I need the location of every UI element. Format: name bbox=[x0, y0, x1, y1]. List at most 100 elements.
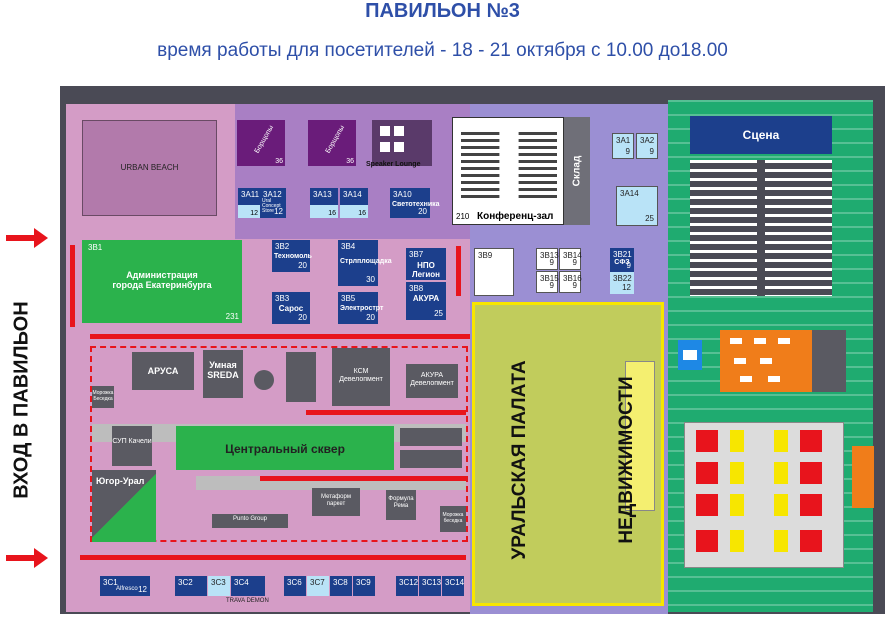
highlight-label-line1: УРАЛЬСКАЯ ПАЛАТА bbox=[509, 360, 531, 560]
scene-stage: Сцена bbox=[690, 116, 832, 154]
lounge-block-yellow bbox=[730, 462, 744, 484]
cafe-table bbox=[734, 358, 746, 364]
stand-number: 25 bbox=[434, 309, 443, 318]
stand-number: 12 bbox=[622, 283, 631, 292]
scene-label: Сцена bbox=[742, 128, 780, 142]
stand-number: 12 bbox=[274, 207, 283, 216]
stand-id: 3В8 bbox=[409, 284, 424, 293]
stand-number: 36 bbox=[346, 158, 354, 165]
stand-round bbox=[254, 370, 274, 390]
stand-id: 3А13 bbox=[313, 190, 332, 199]
stand-number: 9 bbox=[649, 147, 654, 156]
stand-label: Умная SREDA bbox=[207, 360, 239, 380]
stand-label: Борщопы bbox=[324, 124, 347, 155]
stand-number: 9 bbox=[625, 147, 630, 156]
route-arrow bbox=[70, 245, 75, 327]
stand-number: 30 bbox=[366, 275, 375, 284]
lounge-block-yellow bbox=[730, 430, 744, 452]
central-square: Центральный сквер bbox=[176, 426, 394, 470]
stand-3c14: 3С14 bbox=[442, 576, 464, 596]
central-square-label: Центральный сквер bbox=[225, 442, 345, 456]
highlight-label-line2: НЕДВИЖИМОСТИ bbox=[615, 376, 637, 544]
stand-label: НПО Легион bbox=[411, 261, 441, 279]
stand-morozhka: Морожка Беседка bbox=[92, 386, 114, 408]
stand-label: Югор-Урал bbox=[96, 476, 145, 486]
route-arrow bbox=[80, 555, 466, 560]
stand-id: 3В16 bbox=[563, 274, 582, 283]
lounge-block-red bbox=[800, 430, 822, 452]
stand-id: 3С7 bbox=[310, 578, 325, 587]
stand-id: 3А14 bbox=[343, 190, 362, 199]
urban-beach: URBAN BEACH bbox=[82, 120, 217, 216]
side-stand-orange bbox=[852, 446, 874, 508]
stand-id: 3А14 bbox=[620, 189, 639, 198]
stand-3a14a-light: 16 bbox=[340, 205, 368, 218]
stand-number: 231 bbox=[225, 312, 239, 321]
stand-formula: Формула Рема bbox=[386, 490, 416, 520]
route-arrow bbox=[456, 246, 461, 296]
stand-arusa: АРУСА bbox=[132, 352, 194, 390]
stand-id: 3В15 bbox=[540, 274, 559, 283]
lounge-seat bbox=[394, 126, 404, 136]
stand-small-1 bbox=[400, 428, 462, 446]
cafe-table bbox=[760, 358, 772, 364]
stand-id: 3С1 bbox=[103, 578, 118, 587]
cafe-table bbox=[730, 338, 742, 344]
lounge-block-red bbox=[696, 430, 718, 452]
stand-id: 3В5 bbox=[341, 294, 356, 303]
stand-id: 3А12 bbox=[263, 190, 282, 199]
conference-seats bbox=[461, 132, 557, 200]
stand-label: Светотехника bbox=[392, 201, 440, 208]
stand-id: 3В4 bbox=[341, 242, 356, 251]
cafe-table bbox=[768, 376, 780, 382]
stand-id: 3В13 bbox=[540, 251, 559, 260]
stand-number: 16 bbox=[328, 210, 336, 217]
stand-number: 9 bbox=[549, 281, 554, 290]
lounge-seat bbox=[394, 142, 404, 152]
stand-number: 36 bbox=[275, 158, 283, 165]
stand-id: 3С3 bbox=[211, 578, 226, 587]
stand-id: 3А10 bbox=[393, 190, 412, 199]
stand-id: 3В2 bbox=[275, 242, 290, 251]
stand-label: Морожка Беседка bbox=[92, 390, 114, 402]
lounge-block-yellow bbox=[774, 494, 788, 516]
stand-number: 9 bbox=[572, 281, 577, 290]
stand-metaform: Метаформ паркет bbox=[312, 488, 360, 516]
stand-id: 3С9 bbox=[356, 578, 371, 587]
stand-3c6: 3С6 bbox=[284, 576, 306, 596]
lounge-block-red bbox=[696, 494, 718, 516]
lounge-block-yellow bbox=[774, 462, 788, 484]
stand-borshchi-2: Борщопы 36 bbox=[308, 120, 356, 166]
stand-label: Техномоль bbox=[274, 253, 312, 260]
stand-id: 3В7 bbox=[409, 250, 424, 259]
stand-number: 12 bbox=[250, 210, 258, 217]
stand-id: 3В3 bbox=[275, 294, 290, 303]
ural-chamber-zone: УРАЛЬСКАЯ ПАЛАТА НЕДВИЖИМОСТИ bbox=[472, 302, 664, 606]
stand-3b1-administration: 3В1 Администрация города Екатеринбурга 2… bbox=[82, 240, 242, 323]
stand-id: 3А1 bbox=[616, 136, 631, 145]
stand-id: 3С14 bbox=[445, 578, 465, 587]
lounge-seat bbox=[380, 126, 390, 136]
stand-id: 3В1 bbox=[88, 243, 103, 252]
lounge-block-red bbox=[696, 462, 718, 484]
stand-planning bbox=[286, 352, 316, 402]
stand-label: АКУРА bbox=[412, 294, 440, 303]
lounge-seat bbox=[380, 142, 390, 152]
stand-3c9: 3С9 bbox=[353, 576, 375, 596]
stand-id: 3В21 bbox=[613, 250, 632, 259]
stand-number: 20 bbox=[418, 207, 427, 216]
stand-label: Метаформ паркет bbox=[321, 494, 351, 507]
stand-3b9: 3В9 bbox=[474, 248, 514, 296]
stand-akura-dev: АКУРА Девелопмент bbox=[406, 364, 458, 398]
stand-3c3: 3С3 bbox=[208, 576, 230, 596]
stand-label: Морожка беседка bbox=[442, 512, 464, 524]
exhibition-block-outline bbox=[90, 346, 468, 542]
stand-label: Alfresco bbox=[116, 586, 138, 592]
lounge-block-yellow bbox=[730, 530, 744, 552]
ural-chamber-stage bbox=[625, 361, 655, 511]
stand-smart-sreda: Умная SREDA bbox=[203, 350, 243, 398]
